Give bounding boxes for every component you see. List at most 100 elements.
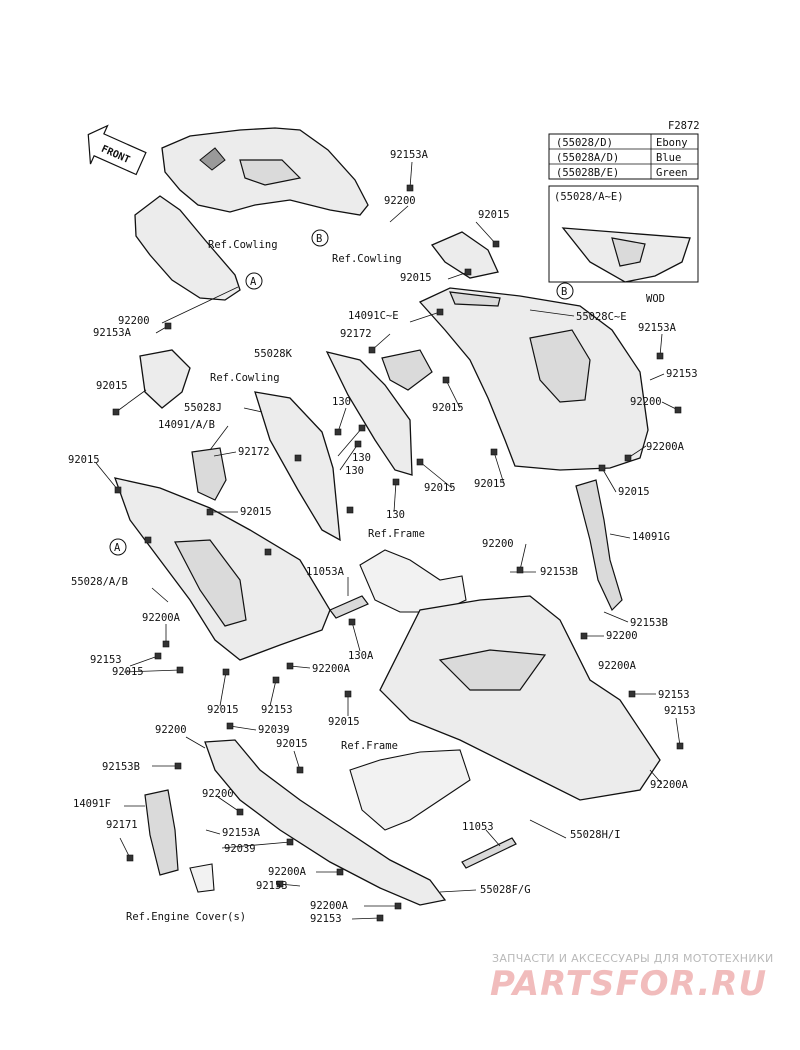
fastener-icon bbox=[392, 478, 400, 486]
callout-14091g: 14091G bbox=[632, 531, 670, 543]
frame-ref-lower-shape bbox=[349, 749, 471, 831]
svg-text:B: B bbox=[316, 233, 322, 245]
bracket-14091c bbox=[381, 349, 433, 391]
small-cowling-piece-right bbox=[430, 231, 499, 279]
belly-pan-55028fg bbox=[204, 739, 447, 906]
leader-line bbox=[123, 669, 181, 673]
callout-92153b-a: 92153B bbox=[540, 566, 578, 578]
svg-text:A: A bbox=[114, 542, 121, 554]
ref-frame-2: Ref.Frame bbox=[341, 740, 398, 752]
callout-11053a: 11053A bbox=[306, 566, 345, 578]
color-name-3: Green bbox=[656, 167, 688, 179]
callout-92153-c: 92153 bbox=[658, 689, 690, 701]
fastener-icon bbox=[114, 486, 122, 494]
fastener-icon bbox=[236, 808, 244, 816]
callout-92015-left2: 92015 bbox=[68, 454, 100, 466]
inset-title: (55028/A~E) bbox=[554, 191, 624, 203]
callout-92200a-d: 92200A bbox=[268, 866, 307, 878]
fastener-icon bbox=[176, 666, 184, 674]
under-cowl-assembly bbox=[379, 595, 661, 801]
leader-line bbox=[337, 407, 347, 433]
fastener-icon bbox=[358, 424, 366, 432]
callout-11053: 11053 bbox=[462, 821, 494, 833]
ref-cowling-2: Ref.Cowling bbox=[332, 253, 402, 265]
callout-92200-c: 92200 bbox=[155, 724, 187, 736]
fastener-icon bbox=[286, 838, 294, 846]
callout-92015-left1: 92015 bbox=[96, 380, 128, 392]
callout-92200-center: 92200 bbox=[482, 538, 514, 550]
bracket-14091f bbox=[144, 789, 179, 876]
fastener-icon bbox=[344, 690, 352, 698]
callout-92015-d: 92015 bbox=[474, 478, 506, 490]
color-name-1: Ebony bbox=[656, 137, 688, 149]
leader-line bbox=[209, 425, 229, 451]
svg-text:B: B bbox=[561, 286, 567, 298]
callout-92200a-mid: 92200A bbox=[312, 663, 351, 675]
fastener-icon bbox=[490, 448, 498, 456]
callout-92153a-left: 92153A bbox=[93, 327, 132, 339]
inset-panel-opening bbox=[611, 237, 646, 267]
bracket-14091ab bbox=[191, 447, 227, 501]
callout-14091c: 14091C~E bbox=[348, 310, 399, 322]
callout-92153-e: 92153 bbox=[256, 880, 288, 892]
color-code-3: (55028B/E) bbox=[556, 167, 619, 179]
callout-130-b: 130 bbox=[352, 452, 371, 464]
leader-line bbox=[409, 161, 413, 189]
leader-line bbox=[351, 621, 361, 652]
callout-92171: 92171 bbox=[106, 819, 138, 831]
upper-cowling-ref-shape bbox=[134, 127, 369, 301]
part-callouts: 92153A 92200 92015 92015 92200 92153A 14… bbox=[68, 149, 698, 925]
fastener-icon bbox=[674, 406, 682, 414]
callout-92015-h: 92015 bbox=[207, 704, 239, 716]
fastener-icon bbox=[676, 742, 684, 750]
leader-line bbox=[205, 829, 221, 835]
fastener-icon bbox=[346, 506, 354, 514]
callout-92015-j: 92015 bbox=[276, 738, 308, 750]
callout-92153a-d: 92153A bbox=[222, 827, 261, 839]
frame-ref-upper-shape bbox=[359, 549, 467, 613]
callout-55028ab: 55028/A/B bbox=[71, 576, 128, 588]
color-table: (55028/D) Ebony (55028A/D) Blue (55028B/… bbox=[548, 133, 699, 180]
leader-line bbox=[289, 665, 311, 669]
callout-92200a-c: 92200A bbox=[650, 779, 689, 791]
fastener-icon bbox=[394, 902, 402, 910]
fastener-icon bbox=[162, 640, 170, 648]
callout-92153a-right: 92153A bbox=[638, 322, 677, 334]
callout-92200-left: 92200 bbox=[118, 315, 150, 327]
leader-line bbox=[161, 286, 239, 324]
leader-line bbox=[603, 611, 629, 623]
callout-92015-mid: 92015 bbox=[432, 402, 464, 414]
fastener-icon bbox=[126, 854, 134, 862]
callout-92153-right: 92153 bbox=[666, 368, 698, 380]
callout-55028fg: 55028F/G bbox=[480, 884, 531, 896]
fastener-icon bbox=[226, 722, 234, 730]
callout-92153-mid: 92153 bbox=[261, 704, 293, 716]
callout-92153b-b: 92153B bbox=[630, 617, 668, 629]
callout-92039-b: 92039 bbox=[224, 843, 256, 855]
callout-92153-d: 92153 bbox=[664, 705, 696, 717]
callout-55028k: 55028K bbox=[254, 348, 293, 360]
fastener-icon bbox=[624, 454, 632, 462]
callout-92015-b: 92015 bbox=[400, 272, 432, 284]
leader-line bbox=[389, 205, 409, 223]
callout-130-a: 130 bbox=[332, 396, 351, 408]
front-arrow-icon: FRONT bbox=[87, 124, 147, 176]
fastener-icon bbox=[174, 762, 182, 770]
callout-92153-left: 92153 bbox=[90, 654, 122, 666]
leader-line bbox=[529, 309, 575, 317]
fastener-icon bbox=[222, 668, 230, 676]
leader-line bbox=[519, 543, 527, 571]
fastener-icon bbox=[348, 618, 356, 626]
callout-130-d: 130 bbox=[386, 509, 405, 521]
watermark-tagline: ЗАПЧАСТИ И АКСЕССУАРЫ ДЛЯ МОТОТЕХНИКИ bbox=[492, 952, 774, 965]
leader-line bbox=[119, 837, 131, 859]
leader-line bbox=[659, 333, 663, 357]
watermark-logo: PARTSFOR.RU bbox=[490, 964, 768, 1004]
callout-92153a-top: 92153A bbox=[390, 149, 429, 161]
engine-cover-ref-shape bbox=[189, 863, 215, 893]
leader-line bbox=[439, 889, 477, 893]
leader-line bbox=[529, 819, 567, 839]
leader-line bbox=[337, 427, 363, 457]
color-name-2: Blue bbox=[656, 152, 681, 164]
